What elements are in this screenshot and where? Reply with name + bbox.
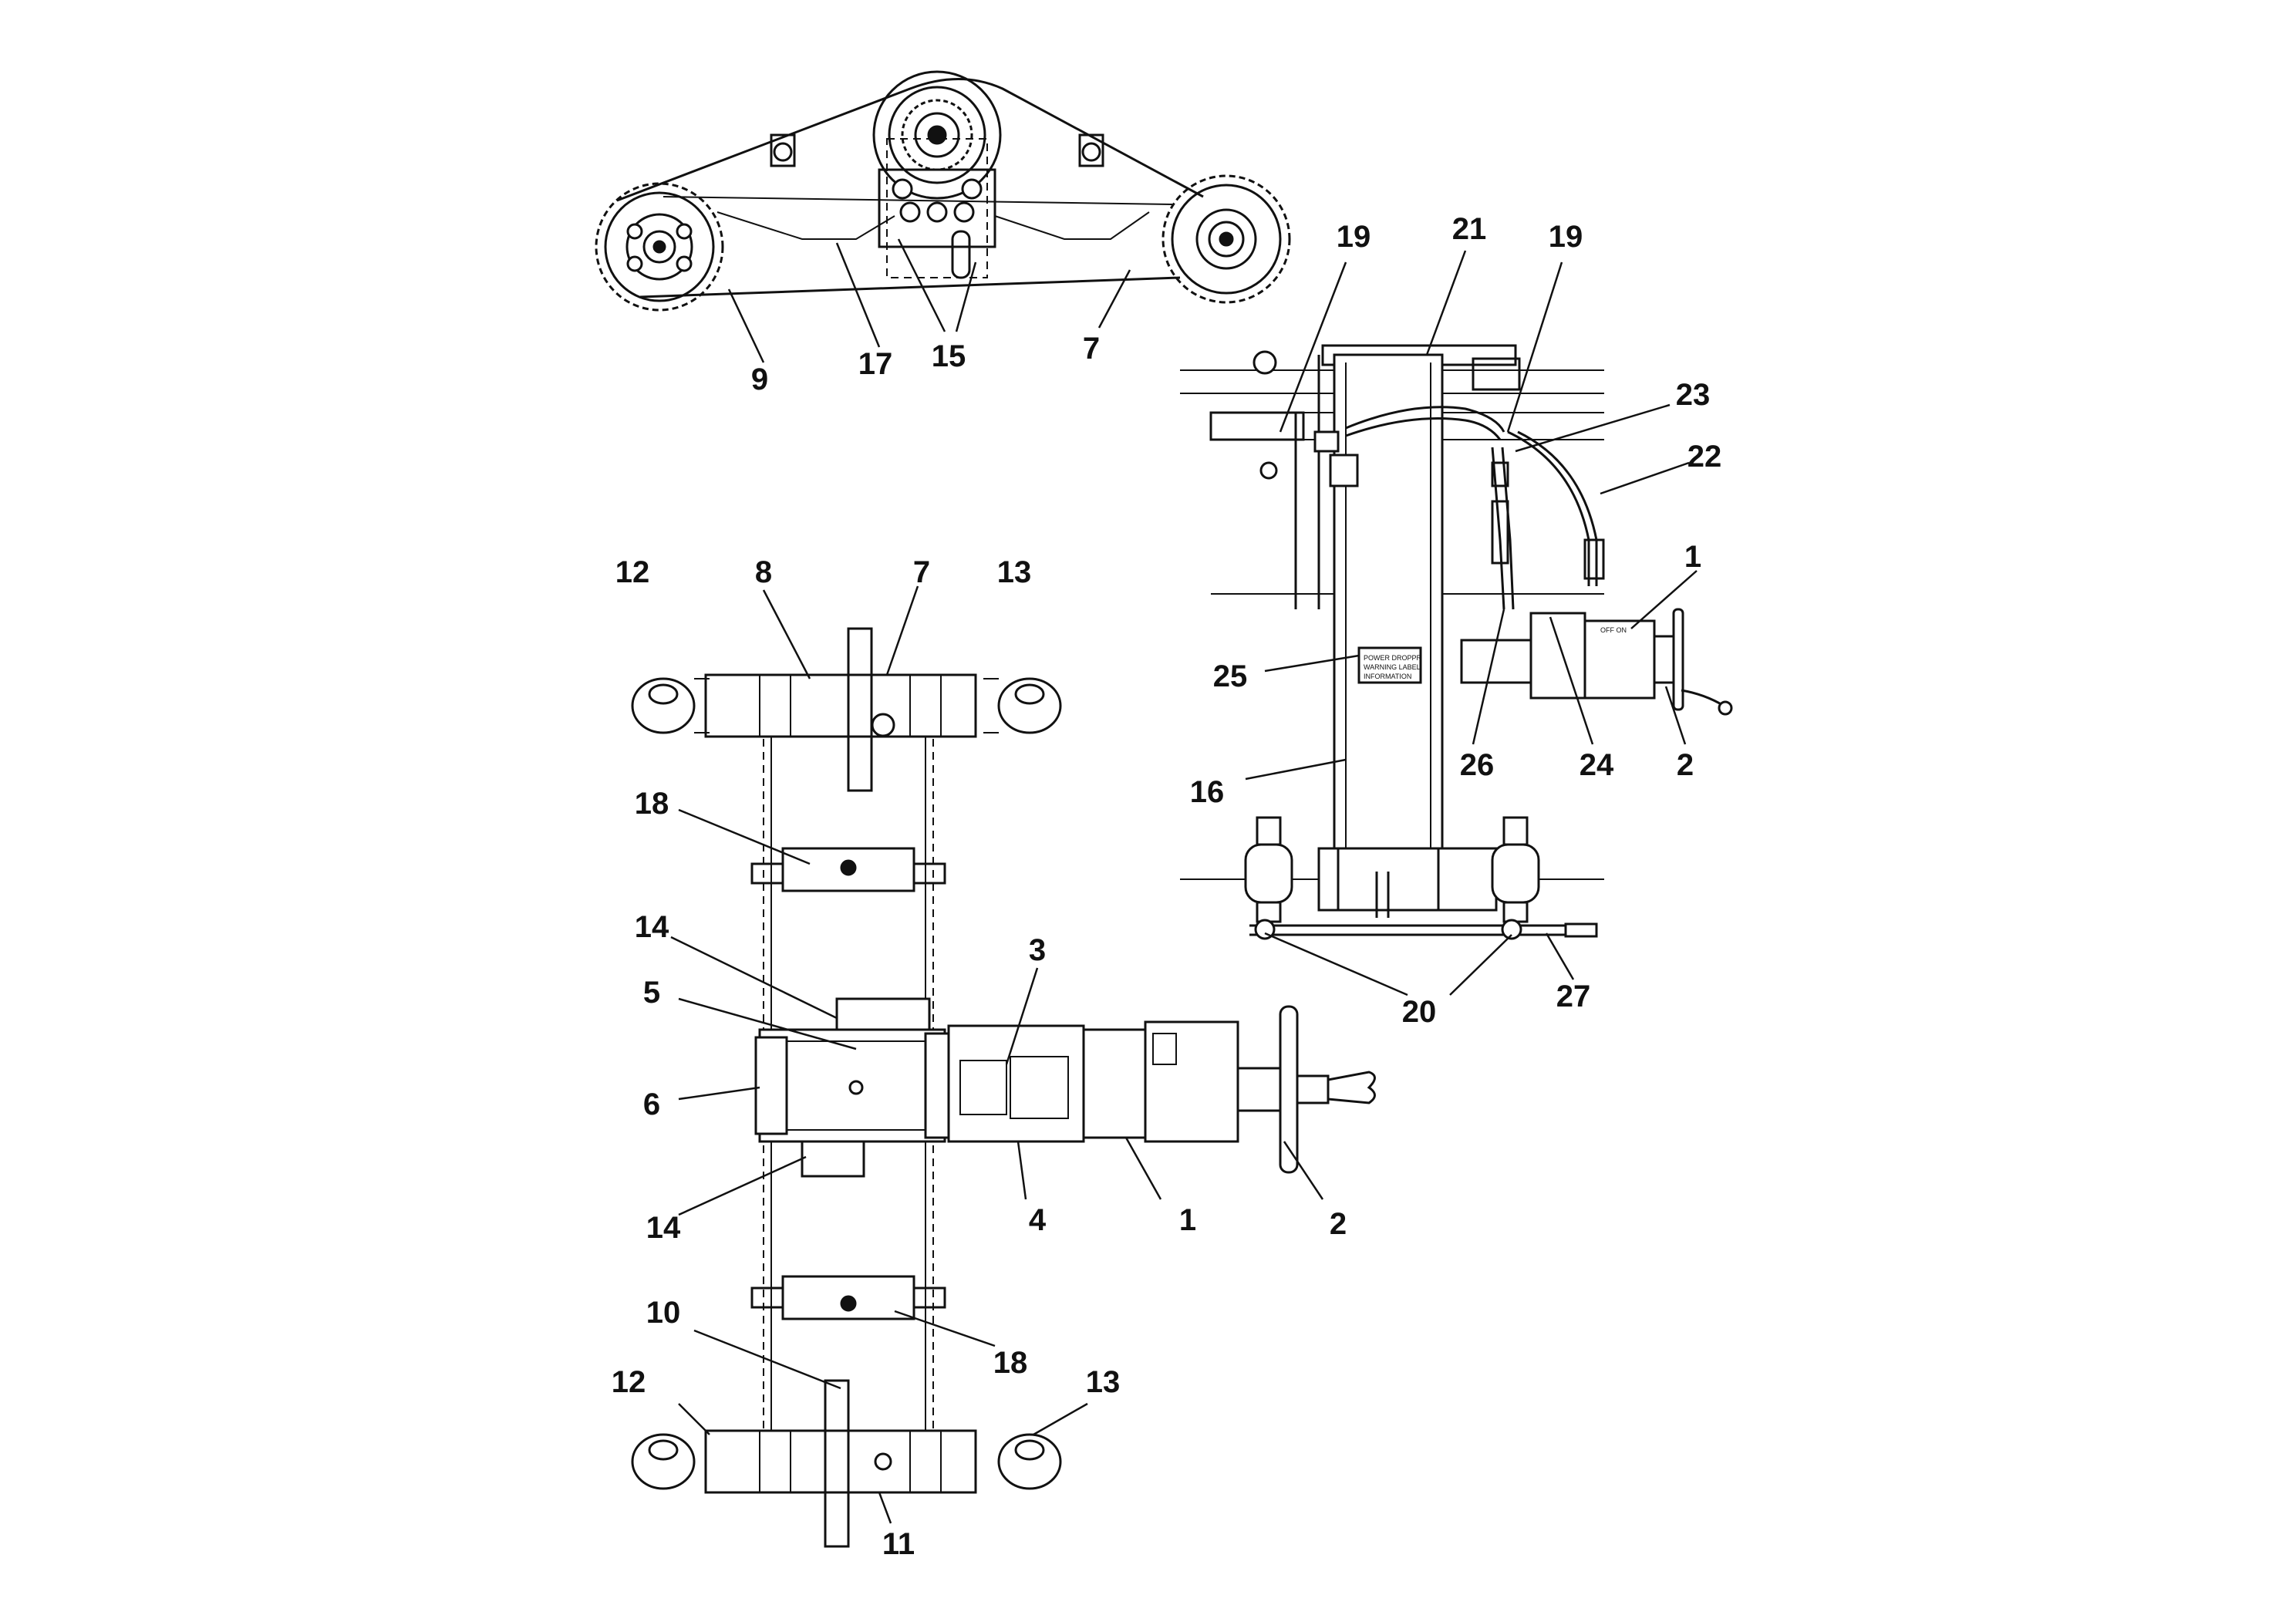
hydraulic-controller-plan [1082,1005,1376,1174]
callout-23: 23 [1676,378,1711,412]
callout-7-top: 7 [1083,332,1100,366]
side-elevation-assembly: POWER DROPPR WARNING LABEL INFORMATION O… [1180,344,1733,940]
chain-drive-assembly [595,70,1291,312]
controller-label: OFF ON [1600,626,1627,634]
callout-16: 16 [1190,775,1225,809]
plate-text-3: INFORMATION [1364,673,1411,680]
cross-member-lower [750,1275,946,1320]
callout-1: 1 [1179,1203,1196,1237]
hose-22 [1507,430,1590,586]
callout-4: 4 [1029,1203,1047,1237]
callout-1-right: 1 [1684,540,1701,574]
bottom-cross-tube [631,1379,1062,1548]
callout-22: 22 [1687,440,1722,474]
callout-18-lower: 18 [993,1346,1028,1380]
callout-24: 24 [1580,748,1614,782]
frame-bend-right [994,211,1150,240]
callout-15: 15 [932,339,966,373]
sprocket-right [1161,174,1291,304]
callout-25: 25 [1213,659,1248,693]
callout-19-left: 19 [1337,220,1371,254]
callout-10: 10 [646,1296,681,1330]
drive-sprocket-top [872,70,1002,200]
top-cross-tube [631,627,1062,792]
callout-20: 20 [1402,995,1437,1029]
callout-18-upper: 18 [635,787,669,821]
callout-12-bottom: 12 [612,1365,646,1399]
warning-plate [1357,646,1422,684]
idler-right [1078,133,1104,167]
callout-17: 17 [858,347,893,381]
callout-26: 26 [1460,748,1495,782]
plate-text-1: POWER DROPPR [1364,654,1422,662]
gearbox [947,1024,1085,1143]
plate-text-2: WARNING LABEL [1364,663,1421,671]
callout-9: 9 [751,363,768,396]
callout-12-top: 12 [615,555,650,589]
lower-rollers [1244,816,1598,940]
callout-27: 27 [1556,980,1591,1013]
callout-6: 6 [643,1088,660,1121]
callout-7: 7 [913,555,930,589]
callout-labels: 9 17 15 7 19 21 19 23 22 1 25 26 24 2 16… [612,212,1722,1561]
chain-bottom [639,276,1181,298]
chain-top [616,78,1204,202]
center-drive [754,997,950,1178]
hose-26 [1491,447,1505,610]
callout-21: 21 [1452,212,1487,246]
hydraulic-controller-right: OFF ON [1460,608,1733,716]
frame-line [663,196,1173,205]
callout-11: 11 [882,1527,915,1561]
sprocket-left [595,182,724,312]
callout-2-right: 2 [1677,748,1694,782]
main-column [1333,353,1444,912]
plan-view-assembly [631,627,1376,1548]
callout-2: 2 [1330,1207,1347,1241]
hose-upper [1345,406,1505,433]
callout-13-bottom: 13 [1086,1365,1121,1399]
handwheel-handle [1681,689,1725,707]
callout-13-top: 13 [997,555,1032,589]
cross-member-upper [750,847,946,892]
callout-14-lower: 14 [646,1211,681,1245]
callout-19-right: 19 [1549,220,1583,254]
leader-lines [670,238,1698,1524]
callout-5: 5 [643,976,660,1010]
idler-left [770,133,796,167]
tensioner-bracket [878,138,996,279]
callout-14-upper: 14 [635,910,669,944]
frame-bend-left [716,211,895,240]
callout-8: 8 [755,555,772,589]
callout-3: 3 [1029,933,1046,967]
